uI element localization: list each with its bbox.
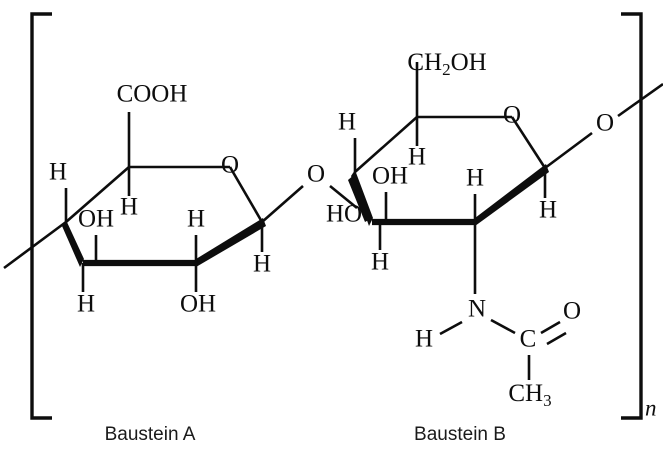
bond-a-entry-chain <box>3 220 67 270</box>
bond-c-o-double-1 <box>540 320 561 335</box>
label-b-h-c3: H <box>371 249 389 276</box>
bond-a-c1-glycosidic-o <box>261 185 304 223</box>
label-b-h-c2: H <box>466 165 484 192</box>
label-b-h-c1: H <box>539 197 557 224</box>
label-a-carboxyl: COOH <box>117 81 188 108</box>
label-a-h-c5: H <box>49 159 67 186</box>
caption-unit-b: Baustein B <box>414 424 506 445</box>
label-a-h-c1: H <box>253 251 271 278</box>
label-amide-n: N <box>468 296 486 323</box>
bond-terminal-o-next-unit <box>617 82 663 118</box>
label-a-h-c2: H <box>187 206 205 233</box>
repeat-subscript-n: n <box>645 395 657 420</box>
label-methyl: CH3 <box>508 380 551 410</box>
label-b-ho-c4: HO <box>326 201 362 228</box>
bond-b-c1-terminal-o <box>544 131 593 170</box>
label-b-ch2oh-c: CH <box>407 49 442 76</box>
bracket-left <box>30 12 52 420</box>
bond-a-c2-c1-wedge <box>196 218 266 267</box>
caption-unit-a: Baustein A <box>104 424 196 445</box>
label-b-ring-oxygen: O <box>503 102 521 129</box>
label-a-oh-c2: OH <box>180 291 216 318</box>
label-methyl-ch: CH <box>508 380 543 407</box>
label-methyl-sub: 3 <box>543 391 552 410</box>
bond-glycosidic-o-b-c4 <box>329 184 358 210</box>
label-a-h-c3: H <box>77 291 95 318</box>
label-b-hydroxymethyl: CH2OH <box>407 49 486 79</box>
acetamido-group <box>439 318 567 380</box>
bond-n-h <box>439 320 463 336</box>
bond-a-c5-c4 <box>65 166 130 223</box>
label-amide-h: H <box>415 326 433 353</box>
label-a-oh-c3: OH <box>78 206 114 233</box>
label-b-ch2oh-sub: 2 <box>442 60 451 79</box>
label-a-h-c4: H <box>120 194 138 221</box>
bond-b-c2-c1-wedge <box>475 164 549 226</box>
bond-b-c5-c4 <box>354 116 418 173</box>
bond-a-c5-c6-wedge <box>62 220 84 267</box>
label-b-h-c4: H <box>408 144 426 171</box>
bond-a-ringO-c1 <box>228 166 264 223</box>
label-amide-o: O <box>563 298 581 325</box>
bond-n-c <box>490 318 516 335</box>
label-b-h-c5: H <box>338 109 356 136</box>
label-glycosidic-oxygen: O <box>307 161 325 188</box>
label-terminal-oxygen: O <box>596 110 614 137</box>
label-amide-c: C <box>520 326 537 353</box>
ring-a <box>3 112 304 292</box>
ring-b <box>329 62 663 294</box>
label-b-oh-c3: OH <box>372 163 408 190</box>
label-a-ring-oxygen: O <box>221 152 239 179</box>
label-b-ch2oh-oh: OH <box>451 49 487 76</box>
bond-b-c4-ho-wedge <box>348 174 372 222</box>
bond-c-o-double-2 <box>546 331 567 346</box>
bond-b-ringO-c1 <box>510 116 547 169</box>
bracket-right <box>621 12 643 420</box>
